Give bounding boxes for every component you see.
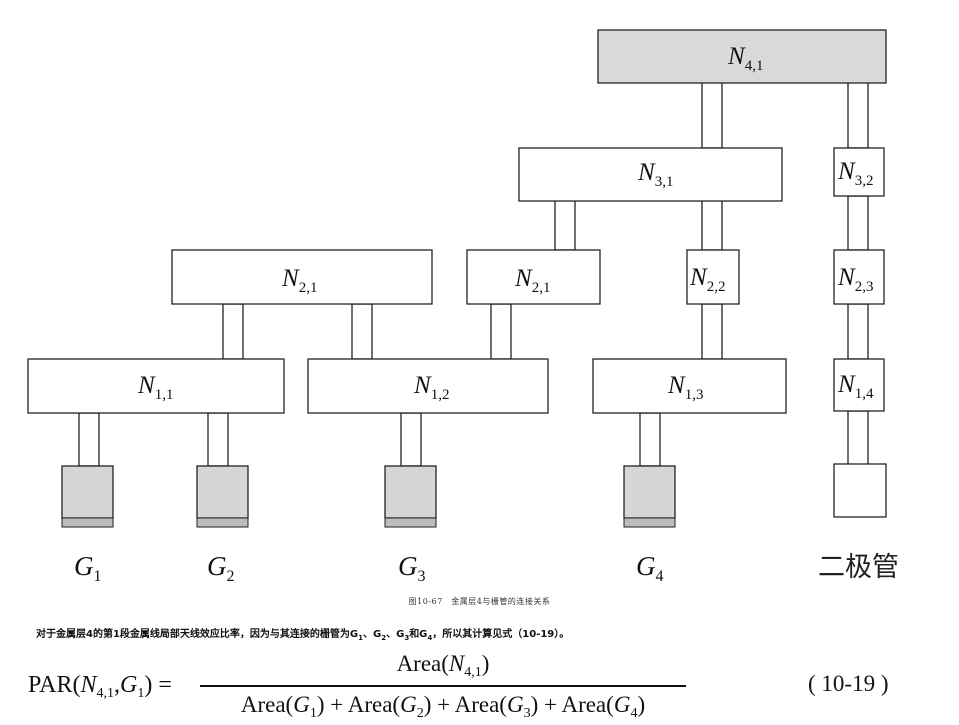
node-n21-right: N2,1 bbox=[466, 249, 601, 305]
svg-text:N1,4: N1,4 bbox=[837, 371, 874, 402]
svg-text:G3: G3 bbox=[398, 551, 426, 585]
svg-text:N2,2: N2,2 bbox=[689, 264, 725, 295]
node-n13: N1,3 bbox=[592, 358, 787, 414]
node-n14: N1,4 bbox=[833, 358, 885, 412]
node-n32: N3,2 bbox=[833, 147, 885, 197]
fraction-bar bbox=[200, 685, 686, 687]
formula-lhs: PAR(N4,1,G1) = bbox=[28, 672, 172, 701]
gate-g3: G3 bbox=[384, 465, 437, 585]
gate-g2: G2 bbox=[196, 465, 249, 585]
gate-g1: G1 bbox=[61, 465, 114, 585]
formula-10-19: PAR(N4,1,G1) = Area(N4,1) Area(G1) + Are… bbox=[22, 648, 942, 725]
node-n22: N2,2 bbox=[686, 249, 740, 305]
figure-caption: 图10-67 金属层4与栅管的连接关系 bbox=[408, 597, 551, 606]
node-n31: N3,1 bbox=[518, 147, 783, 202]
svg-text:G4: G4 bbox=[636, 551, 664, 585]
svg-text:N4,1: N4,1 bbox=[727, 43, 763, 74]
svg-text:N3,2: N3,2 bbox=[837, 158, 873, 189]
metal-gate-diagram: N4,1 N3,1 N3,2 N2,1 N2,1 N2,2 N2,3 N1,1 … bbox=[27, 29, 899, 585]
svg-text:N1,3: N1,3 bbox=[667, 372, 703, 403]
svg-text:N2,1: N2,1 bbox=[514, 265, 550, 296]
node-n23: N2,3 bbox=[833, 249, 885, 305]
diode: 二极管 bbox=[818, 463, 899, 583]
formula-numerator: Area(N4,1) bbox=[396, 651, 490, 680]
node-n12: N1,2 bbox=[307, 358, 549, 414]
gate-g4: G4 bbox=[623, 465, 676, 585]
svg-text:G1: G1 bbox=[74, 551, 102, 585]
svg-text:N1,1: N1,1 bbox=[137, 372, 173, 403]
svg-text:N3,1: N3,1 bbox=[637, 159, 673, 190]
equation-number: ( 10-19 ) bbox=[808, 671, 889, 696]
svg-text:G2: G2 bbox=[207, 551, 235, 585]
body-text: 对于金属层4的第1段金属线局部天线效应比率，因为与其连接的栅管为G1、G2、G3… bbox=[36, 629, 570, 642]
node-n41: N4,1 bbox=[597, 29, 887, 84]
formula-denominator: Area(G1) + Area(G2) + Area(G3) + Area(G4… bbox=[240, 692, 646, 721]
diode-label: 二极管 bbox=[818, 552, 899, 583]
svg-text:N2,1: N2,1 bbox=[281, 265, 317, 296]
node-n21-left: N2,1 bbox=[171, 249, 433, 305]
svg-text:N1,2: N1,2 bbox=[413, 372, 449, 403]
node-n11: N1,1 bbox=[27, 358, 285, 414]
svg-text:N2,3: N2,3 bbox=[837, 264, 873, 295]
